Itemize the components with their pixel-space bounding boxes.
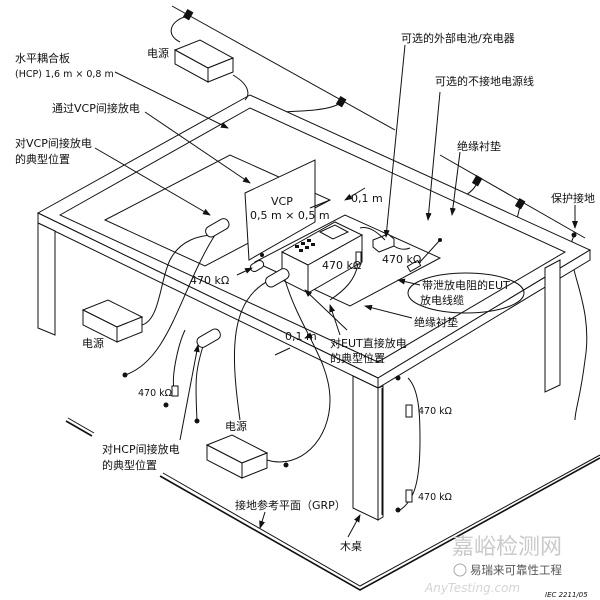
watermark-account: 易瑞来可靠性工程 <box>470 563 562 577</box>
label-wooden-table: 木桌 <box>340 540 362 553</box>
label-resistor-vcp: 470 kΩ <box>190 274 229 287</box>
label-eut-direct-1: 对EUT直接放电 <box>330 336 407 350</box>
label-insulation-front: 绝缘衬垫 <box>414 315 458 329</box>
esd-guns <box>196 218 290 348</box>
label-distance-front: 0,1 m <box>285 330 317 343</box>
label-power-supply-bottom: 电源 <box>225 419 247 433</box>
label-battery-charger: 可选的外部电池/充电器 <box>401 31 515 45</box>
label-grp: 接地参考平面（GRP） <box>235 498 346 512</box>
label-resistor-leg-1: 470 kΩ <box>418 406 452 417</box>
vertical-coupling-plane <box>244 159 316 261</box>
label-distance-top: 0,1 m <box>351 192 383 205</box>
label-hcp-size: (HCP) 1,6 m × 0,8 m <box>15 69 114 80</box>
label-hcp-typical-2: 的典型位置 <box>102 458 157 472</box>
figure-id: IEC 2211/05 <box>545 591 588 599</box>
label-resistor-eut: 470 kΩ <box>322 259 361 272</box>
cable-callout-ellipse <box>407 272 525 314</box>
label-ungrounded-cord: 可选的不接地电源线 <box>435 74 534 88</box>
wechat-icon <box>453 563 467 577</box>
watermark-site: 嘉峪检测网 <box>452 535 562 560</box>
label-power-supply-top: 电源 <box>147 46 169 60</box>
label-cable-2: 放电线缆 <box>420 293 464 307</box>
power-supply-top <box>173 39 235 83</box>
discharge-cables <box>122 74 442 513</box>
watermark-url: AnyTesting.com <box>424 581 520 595</box>
label-resistor-hcp: 470 kΩ <box>138 388 172 399</box>
label-resistor-leg-2: 470 kΩ <box>418 492 452 503</box>
label-vcp-typical-2: 的典型位置 <box>15 152 70 166</box>
label-resistor-battery: 470 kΩ <box>382 253 421 266</box>
labels: 电源 水平耦合板 (HCP) 1,6 m × 0,8 m 通过VCP间接放电 对… <box>15 31 595 599</box>
leader-arrows <box>94 44 578 538</box>
label-protective-earth: 保护接地 <box>551 191 595 205</box>
label-eut-direct-2: 的典型位置 <box>330 351 385 365</box>
label-vcp-typical-1: 对VCP间接放电 <box>15 136 92 150</box>
label-cable-1: 带泄放电阻的EUT <box>422 278 510 292</box>
label-hcp-title: 水平耦合板 <box>15 51 70 65</box>
watermark: 嘉峪检测网 易瑞来可靠性工程 AnyTesting.com <box>424 535 562 595</box>
power-supply-bottom <box>205 434 269 479</box>
label-power-supply-left: 电源 <box>82 336 104 350</box>
label-vcp-size: 0,5 m × 0,5 m <box>250 209 330 222</box>
label-hcp-typical-1: 对HCP间接放电 <box>102 442 180 456</box>
label-vcp-name: VCP <box>271 195 293 208</box>
ground-reference-plane <box>65 417 600 591</box>
label-vcp-indirect: 通过VCP间接放电 <box>52 101 140 115</box>
label-insulation-top: 绝缘衬垫 <box>457 139 501 153</box>
power-supply-left <box>81 299 144 343</box>
